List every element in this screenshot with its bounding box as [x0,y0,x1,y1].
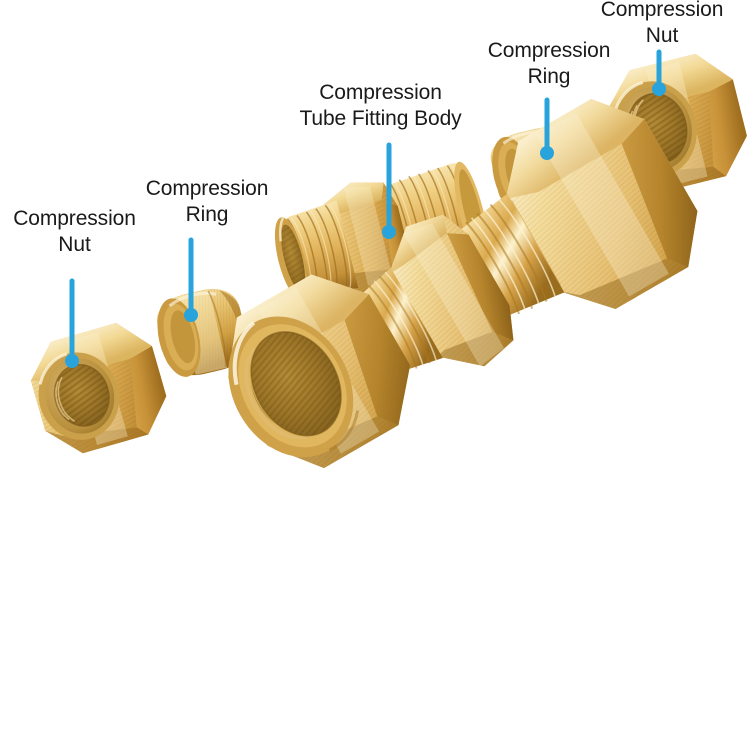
callout-leader-ring-right [540,97,554,160]
callout-leader-ring-left [184,237,198,322]
callout-dot-body [382,225,396,239]
assembly-nut-left [228,274,411,469]
callout-leader-body [382,142,396,239]
assembly-left-collar [361,267,443,371]
callout-dot-ring-right [540,146,554,160]
callout-label-compression-nut-right: Compression Nut [600,0,724,47]
part-compression-nut-left [30,323,167,454]
callout-dot-ring-left [184,308,198,322]
callout-label-compression-nut-left: Compression Nut [13,207,136,256]
callout-leader-nut-left [65,278,79,368]
assembly-center-collar [459,193,565,316]
assembly-hex-body [389,214,514,367]
part-compression-ring-left [157,288,248,377]
callout-layer [65,49,666,368]
callout-label-compression-ring-left: Compression Ring [145,177,269,226]
part-assembled-compression-union [228,99,698,469]
callout-dot-nut-left [65,354,79,368]
callout-label-compression-ring-right: Compression Ring [487,39,611,88]
callout-label-compression-tube-fitting-body: Compression Tube Fitting Body [299,81,462,130]
callout-leader-nut-right [652,49,666,96]
callout-dot-nut-right [652,82,666,96]
